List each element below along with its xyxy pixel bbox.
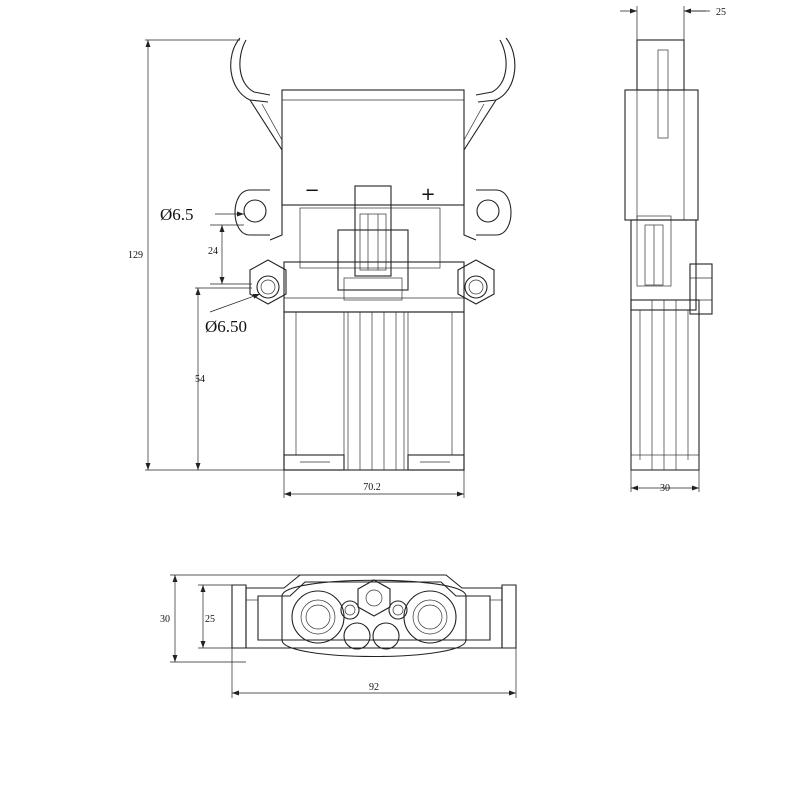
- side-width-dimension-label: 30: [660, 483, 670, 494]
- lower-body: [283, 311, 465, 471]
- side-nut: [689, 263, 713, 315]
- mount-hole-diameter-label: Ø6.50: [205, 317, 247, 336]
- bottom-height-dimension-label: 30: [160, 614, 170, 625]
- left-terminal: [291, 590, 345, 644]
- right-hex-nut: [457, 259, 495, 305]
- side-top-dimension-label: 25: [716, 7, 726, 18]
- width-dimension-label: 70.2: [363, 482, 381, 493]
- front-view: − +: [128, 37, 516, 498]
- lower-dimension-label: 54: [195, 374, 205, 385]
- side-housing: [624, 89, 699, 221]
- side-view: 25 30: [620, 6, 726, 494]
- left-hex-nut: [249, 259, 287, 305]
- left-mount-hole: [243, 199, 267, 223]
- center-hex-pin: [357, 579, 391, 617]
- bottom-width-dimension-label: 92: [369, 682, 379, 693]
- pitch-dimension-label: 24: [208, 246, 218, 257]
- hole-diameter-label: Ø6.5: [160, 205, 194, 224]
- bottom-view: 30 25 92: [160, 574, 517, 698]
- bottom-inner-dimension-label: 25: [205, 614, 215, 625]
- side-top-tab: [636, 39, 685, 91]
- side-lower-body: [630, 299, 700, 471]
- right-terminal: [403, 590, 457, 644]
- center-contact: [354, 185, 392, 277]
- middle-body: [283, 261, 465, 313]
- left-ear: [234, 189, 270, 236]
- right-ear: [476, 189, 512, 236]
- right-mount-hole: [476, 199, 500, 223]
- height-dimension-label: 129: [128, 250, 143, 261]
- left-hook: [230, 37, 269, 103]
- upper-housing: [281, 89, 465, 206]
- minus-sign: −: [304, 180, 319, 201]
- right-hook: [477, 37, 516, 103]
- plus-sign: +: [420, 184, 435, 205]
- bottom-outline: [245, 574, 503, 649]
